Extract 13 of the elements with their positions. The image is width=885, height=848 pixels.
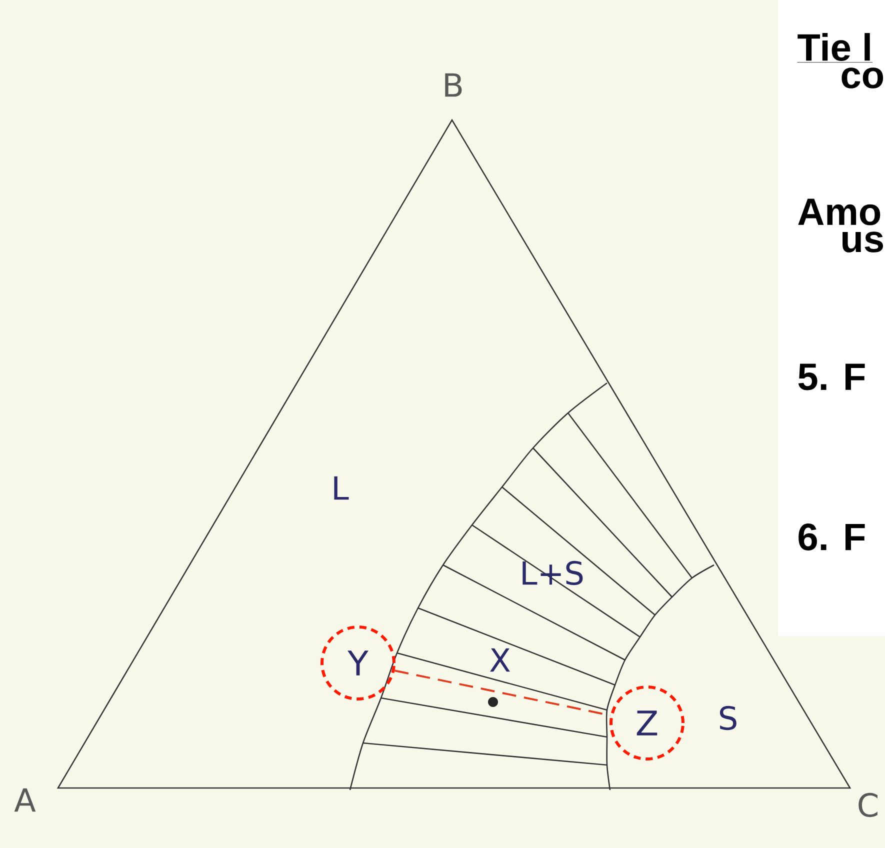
vertex-label: B — [445, 73, 462, 97]
panel-text: us — [842, 232, 883, 252]
list-item: 5. F — [798, 364, 865, 390]
vertex-label: C — [858, 792, 878, 818]
list-item: 6. F — [798, 524, 865, 550]
vertex-label: A — [14, 788, 36, 812]
panel-text: co — [842, 68, 884, 88]
panel-heading: Tie l — [797, 33, 873, 63]
point-label: X — [490, 648, 510, 672]
phase-label: S — [720, 706, 736, 730]
phase-label: L — [334, 476, 349, 500]
panel-text: Amo — [798, 198, 880, 226]
tie-line — [394, 670, 610, 716]
